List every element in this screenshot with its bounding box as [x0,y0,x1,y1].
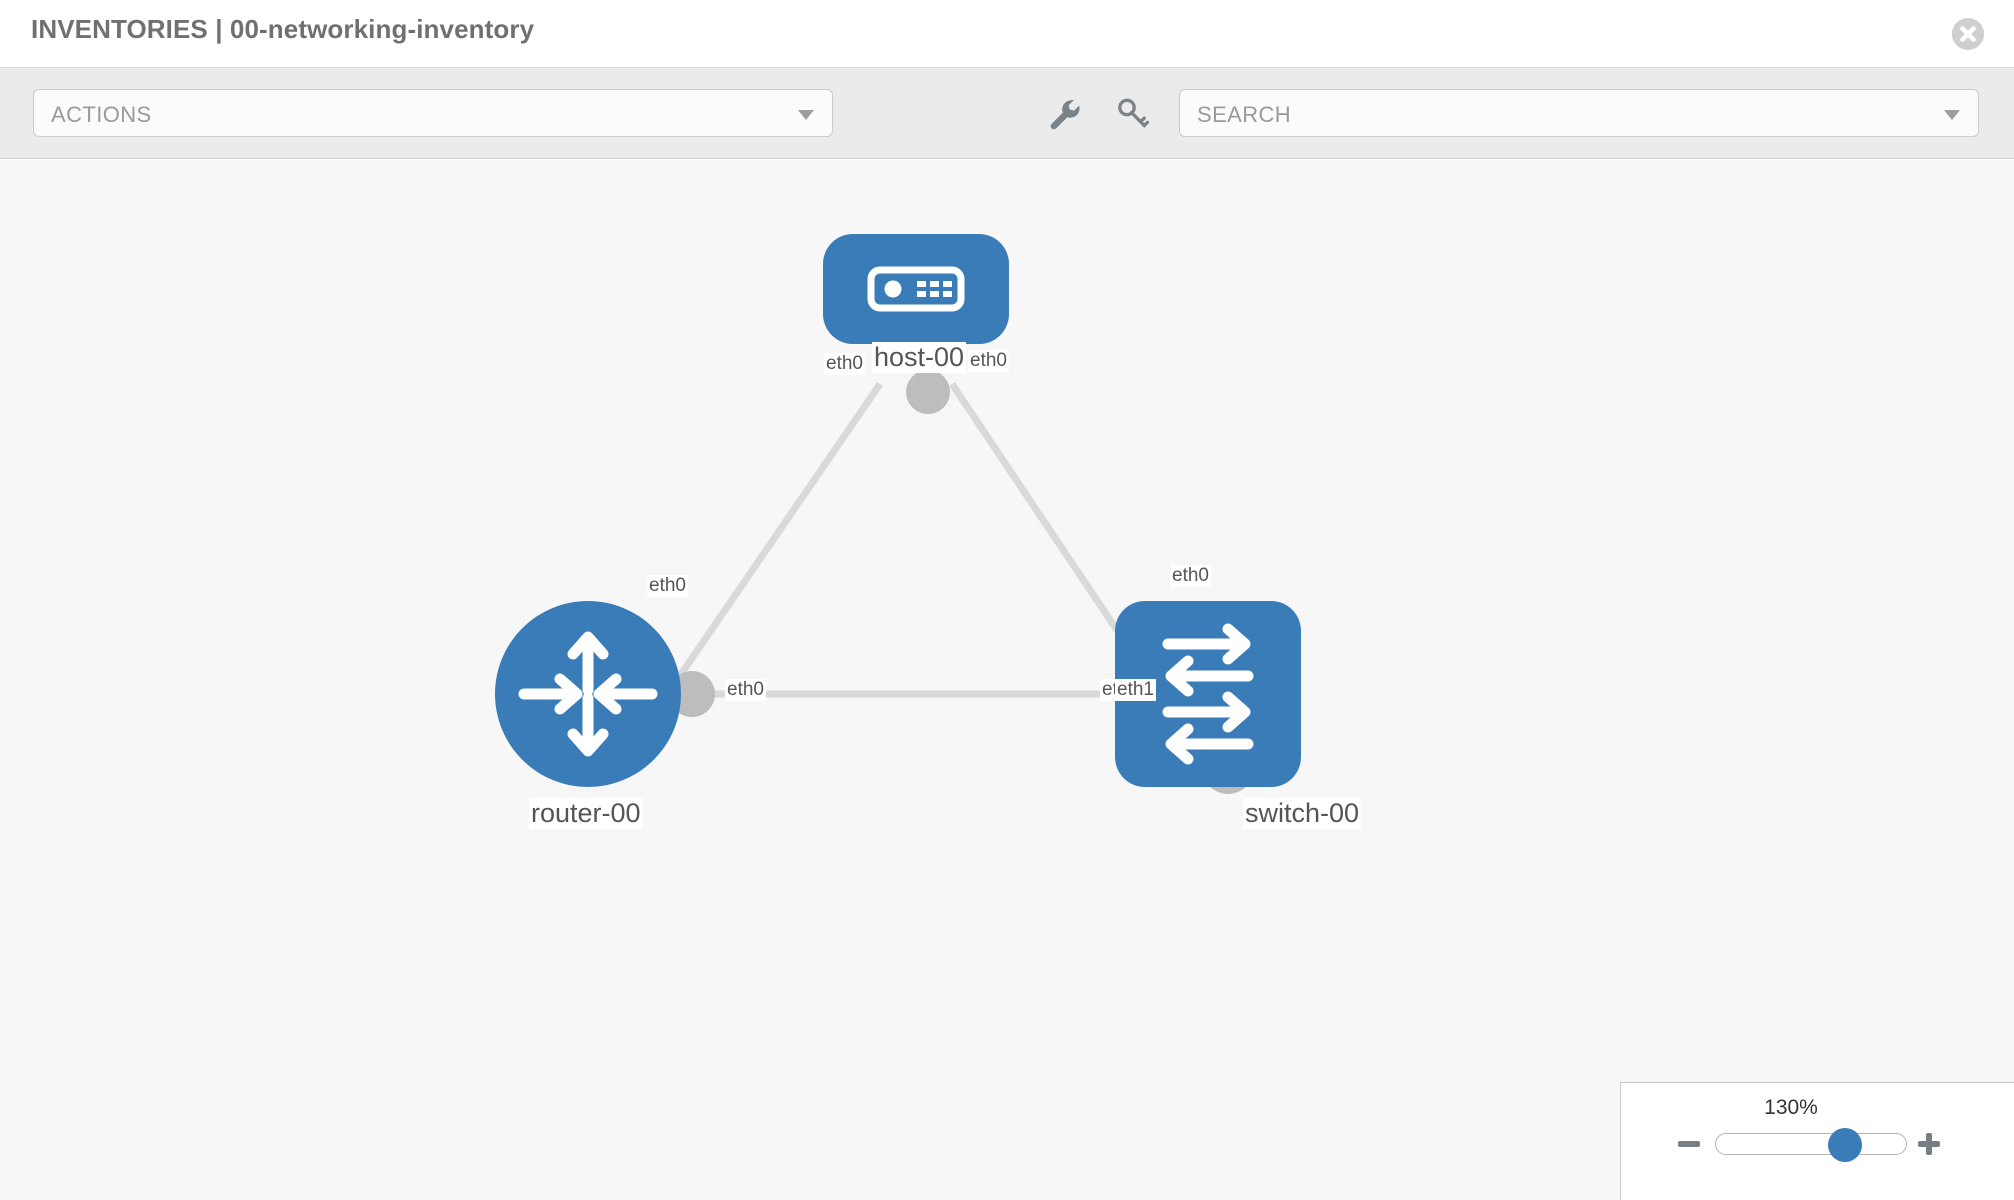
zoom-slider-thumb[interactable] [1828,1128,1862,1162]
actions-dropdown-label: ACTIONS [51,102,152,127]
switch-arrows-icon [1162,623,1254,765]
iface-label-router-up: eth0 [647,575,688,597]
router-arrows-icon [518,631,658,757]
connector-host-right[interactable] [906,370,950,414]
topology-canvas[interactable]: eth0 host-00 eth0 router-00 switch-00 et… [0,160,2014,1200]
key-icon[interactable] [1114,96,1150,132]
iface-label-host-left: eth0 [824,353,865,375]
node-router-00[interactable] [495,601,681,787]
page-header: INVENTORIES | 00-networking-inventory [0,0,2014,68]
plus-icon[interactable] [1916,1131,1942,1157]
connector-router-right[interactable] [669,671,715,717]
search-chevron-down-icon[interactable] [1944,110,1960,120]
search-placeholder: SEARCH [1197,102,1292,127]
zoom-control-panel: 130% [1620,1082,2014,1200]
server-icon [867,266,965,312]
topology-graph [495,234,1301,794]
toolbar: ACTIONS SEARCH [0,68,2014,159]
chevron-down-icon [798,110,814,120]
node-host-00[interactable] [823,234,1009,344]
iface-label-switch-up: eth0 [1170,565,1211,587]
actions-dropdown[interactable]: ACTIONS [33,89,833,137]
node-label-switch-00: switch-00 [1243,798,1362,830]
zoom-slider[interactable] [1715,1128,1907,1162]
iface-label-host-right: eth0 [968,350,1009,372]
search-input[interactable]: SEARCH [1179,89,1979,137]
page-title: INVENTORIES | 00-networking-inventory [31,14,535,44]
node-switch-00[interactable] [1115,601,1301,787]
iface-label-router-right: eth0 [725,679,766,701]
close-icon[interactable] [1952,18,1984,50]
node-label-router-00: router-00 [529,798,643,830]
iface-label-switch-left: eth1 [1115,679,1156,701]
wrench-icon[interactable] [1046,96,1082,132]
node-label-host-00: host-00 [872,342,967,374]
minus-icon[interactable] [1676,1131,1702,1157]
zoom-level-value: 130% [1764,1096,1818,1119]
